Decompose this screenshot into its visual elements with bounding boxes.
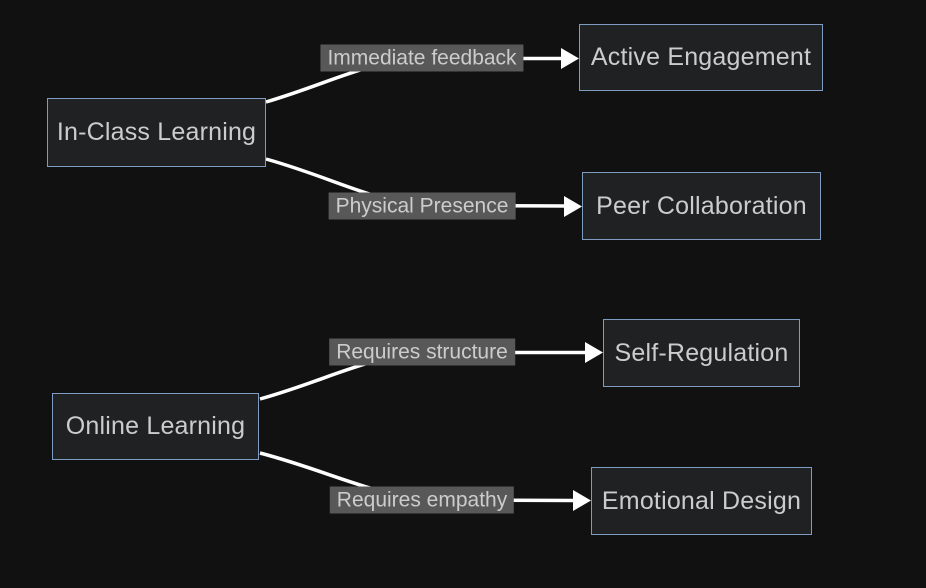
node-peer-collaboration: Peer Collaboration bbox=[582, 172, 821, 240]
node-active-engagement: Active Engagement bbox=[579, 24, 823, 91]
arrowhead-online-emotional bbox=[573, 490, 591, 511]
node-in-class-learning: In-Class Learning bbox=[47, 98, 266, 167]
edge-label-immediate-feedback: Immediate feedback bbox=[320, 44, 524, 72]
arrowhead-inclass-peer bbox=[564, 196, 582, 217]
node-online-learning: Online Learning bbox=[52, 393, 259, 460]
node-label-in-class-learning: In-Class Learning bbox=[56, 118, 257, 146]
node-label-active-engagement: Active Engagement bbox=[590, 43, 812, 71]
edge-label-physical-presence: Physical Presence bbox=[328, 192, 516, 220]
arrowhead-inclass-active bbox=[561, 48, 579, 69]
node-label-online-learning: Online Learning bbox=[65, 412, 246, 440]
node-label-self-regulation: Self-Regulation bbox=[614, 338, 789, 367]
node-self-regulation: Self-Regulation bbox=[603, 319, 800, 387]
edge-label-requires-empathy: Requires empathy bbox=[329, 486, 515, 514]
node-label-emotional-design: Emotional Design bbox=[601, 486, 802, 515]
node-label-peer-collaboration: Peer Collaboration bbox=[596, 191, 807, 220]
arrowhead-online-self bbox=[585, 342, 603, 363]
node-emotional-design: Emotional Design bbox=[591, 467, 812, 535]
edge-label-requires-structure: Requires structure bbox=[329, 338, 515, 366]
